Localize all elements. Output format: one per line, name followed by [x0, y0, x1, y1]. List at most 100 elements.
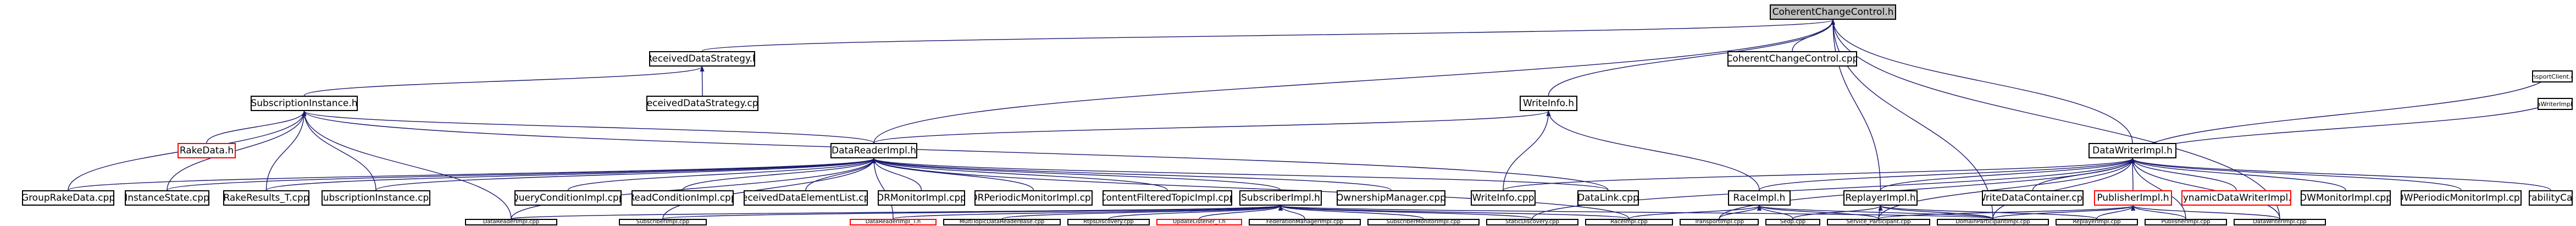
node-datareaderimpl-h[interactable]: DataReaderImpl.h — [830, 143, 917, 158]
edge-domainparticipant-to-replayerimpl_h — [1878, 205, 1993, 219]
edge-datawriterimpl_h-to-coherent_h — [1831, 19, 2133, 144]
node-contentfilteredtopicimpl-cpp[interactable]: ContentFilteredTopicImpl.cpp — [1103, 190, 1232, 206]
edge-instancestate-to-datareaderimpl_h — [167, 158, 876, 191]
node-datawriterimpl-cpp[interactable]: DataWriterImpl.cpp — [2234, 219, 2326, 225]
node-receiveddatastrategy-h[interactable]: ReceivedDataStrategy.h — [649, 51, 755, 67]
edge-domainparticipant-to-publisherimpl_h — [1992, 205, 2135, 219]
node-sedp-cpp[interactable]: Sedp.cpp — [1765, 219, 1820, 225]
node-publisherimpl-cpp[interactable]: PublisherImpl.cpp — [2145, 219, 2227, 225]
edge-datareaderimpl_t-to-datareaderimpl_h — [872, 158, 894, 219]
node-rakeresults-t-cpp[interactable]: RakeResults_T.cpp — [223, 190, 309, 206]
node-rtpsdiscovery-cpp[interactable]: RtpsDiscovery.cpp — [1067, 219, 1150, 225]
node-datawriterimpl-t-h[interactable]: DataWriterImpl_T.h — [2538, 98, 2573, 110]
edge-subinst_h-to-received_h — [303, 66, 705, 96]
edge-staticdisc-to-datawriterimpl_h — [1532, 158, 2135, 219]
edge-datareaderimpl_t-to-subscriberimpl_h — [893, 205, 1283, 219]
node-coherentchangecontrol-cpp[interactable]: CoherentChangeControl.cpp — [1727, 51, 1857, 67]
node-dwmonitorimpl-cpp[interactable]: DWMonitorImpl.cpp — [2301, 190, 2391, 206]
edge-staticdisc-to-subscriberimpl_h — [1278, 205, 1533, 219]
edge-datareaderimpl_h-to-writeinfo_h — [873, 111, 1551, 144]
node-ownershipmanager-cpp[interactable]: OwnershipManager.cpp — [1337, 190, 1445, 206]
node-receiveddataelementlist-cpp[interactable]: ReceivedDataElementList.cpp — [744, 190, 868, 206]
edge-receivedelem-to-datareaderimpl_h — [805, 158, 876, 191]
node-transportimpl-cpp[interactable]: TransportImpl.cpp — [1680, 219, 1759, 225]
node-datareaderimpl-t-h[interactable]: DataReaderImpl_T.h — [850, 219, 937, 225]
edge-writeinfo_cpp-to-datawriterimpl_h — [1503, 158, 2135, 191]
edge-dynamicdw-to-datawriterimpl_h — [2130, 158, 2237, 191]
node-dynamicdatawriterimpl-h[interactable]: DynamicDataWriterImpl.h — [2181, 190, 2291, 206]
node-multitopicdatareaderbase-cpp[interactable]: MultiTopicDataReaderBase.cpp — [943, 219, 1061, 225]
edge-raceimpl_cpp-to-raceimpl_h — [1628, 205, 1761, 219]
node-replayerimpl-h[interactable]: ReplayerImpl.h — [1843, 190, 1918, 206]
edge-raceimpl_h-to-datawriterimpl_h — [1759, 158, 2135, 191]
edge-ownership-to-datareaderimpl_h — [872, 158, 1392, 191]
node-staticdiscovery-cpp[interactable]: StaticDiscovery.cpp — [1486, 219, 1578, 225]
edge-datalink-to-datareaderimpl_h — [872, 158, 1609, 191]
node-instancestate-cpp[interactable]: InstanceState.cpp — [125, 190, 209, 206]
edge-publisherimpl_cpp-to-publisherimpl_h — [2131, 205, 2186, 219]
node-datadurabilitycache-cpp[interactable]: DataDurabilityCache.cpp — [2529, 190, 2573, 206]
edge-rakeresults-to-subinst_h — [265, 111, 307, 191]
edge-publisherimpl_cpp-to-datawriterimpl_h — [2130, 158, 2186, 219]
edge-domainparticipant-to-coherent_h — [1831, 19, 1993, 219]
node-replayerimpl-cpp[interactable]: ReplayerImpl.cpp — [2056, 219, 2138, 225]
node-subscriptioninstance-cpp[interactable]: SubscriptionInstance.cpp — [322, 190, 430, 206]
node-grouprakedata-cpp[interactable]: GroupRakeData.cpp — [22, 190, 114, 206]
node-service-participant-cpp[interactable]: Service_Participant.cpp — [1827, 219, 1930, 225]
node-raceimpl-h[interactable]: RaceImpl.h — [1728, 190, 1791, 206]
node-publisherimpl-h[interactable]: PublisherImpl.h — [2094, 190, 2172, 206]
edge-replayerimpl_h-to-coherent_h — [1831, 19, 1881, 191]
edge-multitopic-to-subscriberimpl_h — [1001, 205, 1283, 219]
edge-transportclient-to-datawriterimpl_h — [2130, 70, 2553, 159]
edge-rtps-to-subscriberimpl_h — [1108, 205, 1283, 219]
node-writedatacontainer-cpp[interactable]: WriteDataContainer.cpp — [1982, 190, 2084, 206]
edge-datawriterimpl_cpp-to-datawriterimpl_h — [2130, 158, 2280, 219]
node-federationmanagerimpl-cpp[interactable]: FederationManagerImpl.cpp — [1249, 219, 1361, 225]
edge-datalink-to-subinst_h — [302, 111, 1609, 191]
edge-querycond-to-datareaderimpl_h — [567, 158, 876, 191]
edge-received_cpp-to-received_h — [700, 66, 705, 96]
edge-subinst_cpp-to-datareaderimpl_h — [375, 158, 876, 191]
node-domainparticipantimpl-cpp[interactable]: DomainParticipantImpl.cpp — [1937, 219, 2049, 225]
node-drmonitorimpl-cpp[interactable]: DRMonitorImpl.cpp — [878, 190, 965, 206]
edge-datawriterimpl_cpp-to-coherent_h — [1831, 19, 2280, 219]
node-datalink-cpp[interactable]: DataLink.cpp — [1577, 190, 1639, 206]
edge-datareaderimpl_cpp-to-subinst_h — [302, 111, 512, 219]
node-subscriberimpl-cpp[interactable]: SubscriberImpl.cpp — [619, 219, 707, 225]
edge-raceimpl_cpp-to-datareaderimpl_h — [872, 158, 1630, 219]
edge-datareaderimpl_h-to-coherent_h — [873, 19, 1835, 144]
edge-replayerimpl_cpp-to-replayerimpl_h — [1878, 205, 2097, 219]
node-writeinfo-cpp[interactable]: WriteInfo.cpp — [1471, 190, 1536, 206]
node-subscribermonitorimpl-cpp[interactable]: SubscriberMonitorImpl.cpp — [1367, 219, 1480, 225]
node-datawriterimpl-h[interactable]: DataWriterImpl.h — [2089, 143, 2176, 158]
edge-received_h-to-coherent_h — [701, 19, 1835, 52]
edge-service_participant-to-raceimpl_h — [1757, 205, 1879, 219]
node-subscriptioninstance-h[interactable]: SubscriptionInstance.h — [251, 96, 358, 111]
edge-drperiodic-to-datareaderimpl_h — [872, 158, 1034, 191]
node-transportclient-cpp[interactable]: TransportClient.cpp — [2532, 70, 2573, 82]
node-dwperiodicmonitorimpl-cpp[interactable]: DWPeriodicMonitorImpl.cpp — [2401, 190, 2522, 206]
edge-datawriterimpl_cpp-to-publisherimpl_h — [2131, 205, 2280, 219]
node-coherentchangecontrol-h[interactable]: CoherentChangeControl.h — [1770, 4, 1896, 20]
node-subscriberimpl-h[interactable]: SubscriberImpl.h — [1239, 190, 1322, 206]
edge-datawriterimpl_t-to-datawriterimpl_h — [2130, 97, 2556, 159]
node-raceimpl-cpp[interactable]: RaceImpl.cpp — [1585, 219, 1673, 225]
node-writeinfo-h[interactable]: WriteInfo.h — [1520, 96, 1577, 111]
node-drperiodicmonitorimpl-cpp[interactable]: DRPeriodicMonitorImpl.cpp — [974, 190, 1093, 206]
node-updatelistener-t-h[interactable]: UpdateListener_T.h — [1156, 219, 1242, 225]
node-receiveddatastrategy-cpp[interactable]: ReceivedDataStrategy.cpp — [646, 96, 758, 111]
edge-dwperiodic-to-datawriterimpl_h — [2130, 158, 2462, 191]
node-datareaderimpl-cpp[interactable]: DataReaderImpl.cpp — [465, 219, 557, 225]
edge-writeinfo_cpp-to-writeinfo_h — [1503, 111, 1551, 191]
node-readconditionimpl-cpp[interactable]: ReadConditionImpl.cpp — [631, 190, 734, 206]
edge-sedp-to-replayerimpl_h — [1792, 205, 1883, 219]
edge-replayerimpl_h-to-datawriterimpl_h — [1880, 158, 2135, 191]
edge-datareaderimpl_cpp-to-subscriberimpl_h — [511, 205, 1282, 219]
edge-dwmonitor-to-datawriterimpl_h — [2130, 158, 2346, 191]
node-rakedata-h[interactable]: RakeData.h — [178, 143, 236, 158]
edge-domainparticipant-to-raceimpl_h — [1757, 205, 1993, 219]
node-queryconditionimpl-cpp[interactable]: QueryConditionImpl.cpp — [514, 190, 622, 206]
edge-subinst_cpp-to-subinst_h — [302, 111, 376, 191]
edge-durability-to-datawriterimpl_h — [2130, 158, 2551, 191]
